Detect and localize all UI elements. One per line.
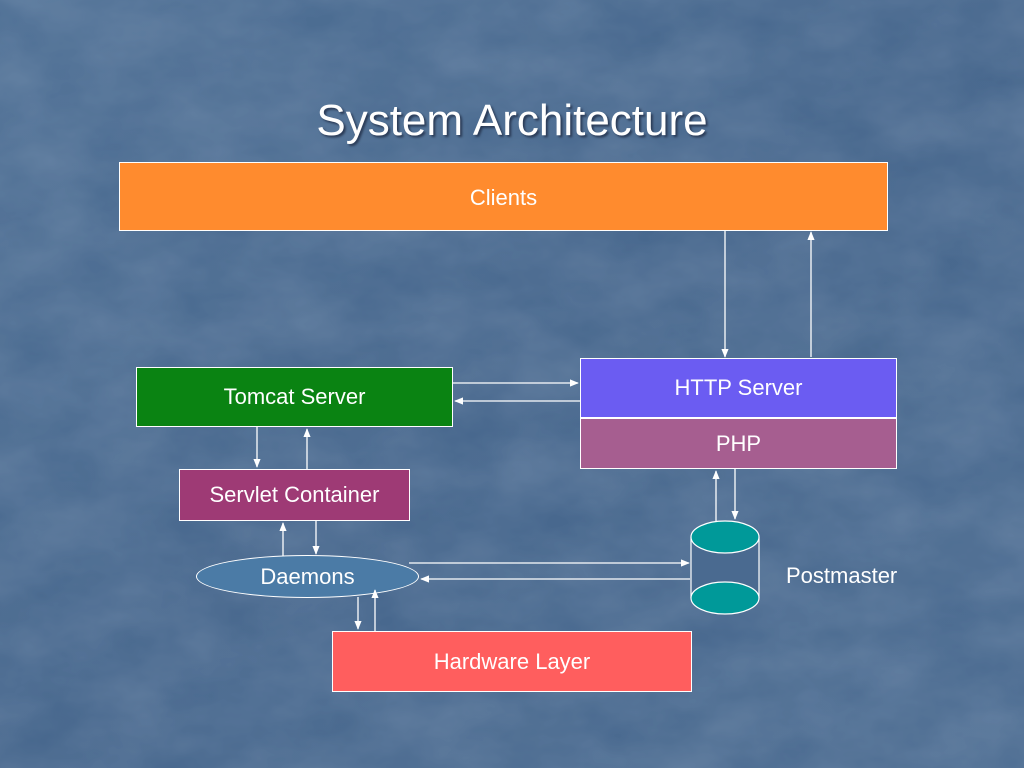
tomcat-server-label: Tomcat Server — [223, 384, 366, 409]
php-label: PHP — [715, 430, 762, 456]
daemons-ellipse: Daemons — [196, 555, 419, 598]
database-cylinder-icon — [690, 520, 760, 615]
http-server-box: HTTP Server — [580, 358, 897, 418]
hardware-layer-label: Hardware Layer — [433, 648, 591, 674]
servlet-container-label: Servlet Container — [209, 482, 380, 507]
daemons-label: Daemons — [260, 563, 355, 589]
clients-label: Clients — [469, 185, 538, 210]
tomcat-server-box: Tomcat Server — [136, 367, 453, 427]
servlet-container-box: Servlet Container — [179, 469, 410, 521]
http-server-label: HTTP Server — [674, 375, 803, 400]
php-box: PHP — [580, 418, 897, 469]
postmaster-label: Postmaster — [786, 563, 898, 588]
hardware-layer-box: Hardware Layer — [332, 631, 692, 692]
clients-box: Clients — [119, 162, 888, 231]
slide-title: System Architecture — [316, 96, 708, 145]
